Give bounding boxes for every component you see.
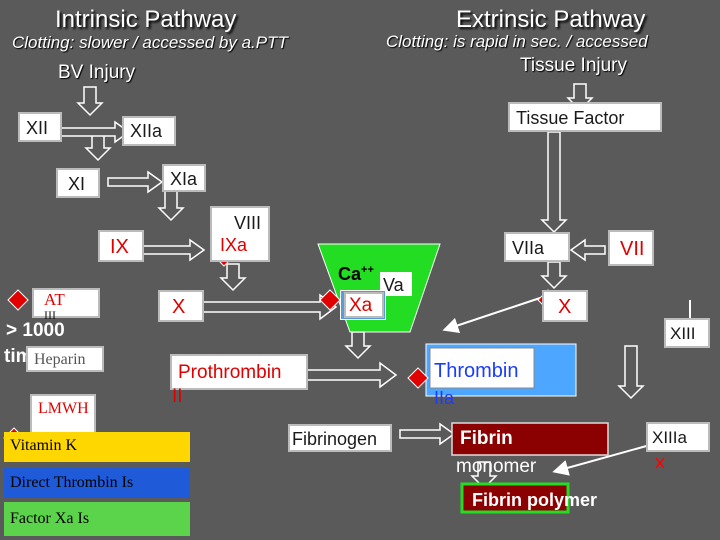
diamond-xa	[319, 289, 341, 311]
arrow-tissue-factor-down	[540, 131, 568, 234]
factor-x-intrinsic-label: X	[172, 296, 186, 318]
direct-thrombin-inhibitors-box: Direct Thrombin Is	[4, 468, 190, 498]
arrow-ix-to-ixa	[139, 238, 206, 262]
factor-xii-box: XII	[18, 112, 62, 142]
factor-ix-label: IX	[110, 236, 129, 258]
calcium-charge: ++	[361, 264, 374, 276]
intrinsic-pathway-title: Intrinsic Pathway	[55, 6, 237, 33]
factor-xi-box: XI	[56, 168, 100, 198]
heparin-box: Heparin	[26, 346, 104, 372]
fibrinogen-box: Fibrinogen	[288, 424, 392, 452]
factor-x-intrinsic-box: X	[158, 290, 204, 322]
antithrombin-label: AT	[44, 290, 65, 309]
arrow-prothrombin-to-thrombin	[299, 361, 398, 389]
diamond-thrombin	[407, 367, 429, 389]
arrow-ixa-down	[219, 263, 247, 292]
factor-viii-label: VIII	[234, 213, 262, 233]
calcium-label: Ca++	[338, 264, 374, 285]
factor-xia-box: XIa	[162, 164, 206, 192]
factor-viia-box: VIIa	[504, 232, 570, 262]
factor-x-extrinsic-box: X	[542, 290, 588, 322]
factor-xiia-box: XIIa	[122, 116, 176, 146]
factor-xa-box: Xa	[344, 292, 384, 318]
arrow-vii-to-viia	[569, 238, 606, 262]
prothrombin-numeral: II	[172, 386, 183, 407]
xiiia-crossmarks	[655, 457, 665, 469]
arrow-bv-injury-down	[76, 86, 104, 117]
prothrombin-label: Prothrombin	[178, 362, 282, 383]
fibrin-polymer-label: Fibrin polymer	[472, 490, 598, 510]
arrow-fibrinogen-to-fibrin	[399, 422, 456, 446]
intrinsic-pathway-subtitle: Clotting: slower / accessed by a.PTT	[12, 33, 288, 52]
fibrin-label: Fibrin	[460, 428, 513, 449]
factor-vii-label: VII	[620, 238, 645, 260]
fold-label: > 1000	[6, 320, 65, 341]
thrombin-numeral: IIa	[434, 388, 455, 408]
thrombin-label: Thrombin	[434, 360, 519, 382]
factor-xiiia-box: XIIIa	[646, 422, 710, 452]
tissue-injury-label: Tissue Injury	[520, 55, 627, 76]
arrow-xi-to-xia	[107, 170, 164, 194]
factor-vii-box: VII	[608, 230, 654, 266]
factor-xa-label: Xa	[349, 295, 373, 316]
extrinsic-pathway-title: Extrinsic Pathway	[456, 6, 646, 33]
arrow-fibrin-down	[470, 461, 498, 490]
factor-ixa-label: IXa	[220, 235, 248, 255]
factor-viii-ixa-box: VIII IXa	[210, 206, 270, 262]
factor-va-box: Va	[378, 270, 414, 298]
arrow-xiii-down	[617, 345, 645, 400]
factor-x-extrinsic-label: X	[558, 296, 572, 318]
arrow-x-to-xa	[199, 293, 338, 321]
arrow-xa-down	[344, 331, 372, 360]
factor-xiii-box: XIII	[664, 318, 710, 348]
antithrombin-numeral: III	[44, 308, 56, 322]
arrow-xia-down	[157, 189, 185, 222]
prothrombin-box: Prothrombin	[170, 354, 308, 390]
extrinsic-pathway-subtitle: Clotting: is rapid in sec. / accessed	[386, 32, 648, 51]
factor-xa-inhibitors-box: Factor Xa Is	[4, 502, 190, 536]
bv-injury-label: BV Injury	[58, 62, 136, 83]
factor-ix-box: IX	[98, 230, 144, 262]
lmwh-box: LMWH	[30, 394, 96, 434]
fibrin-monomer-label: monomer	[456, 456, 537, 477]
arrow-viia-down	[540, 261, 568, 290]
diamond-at	[7, 289, 29, 311]
vitamin-k-box: Vitamin K	[4, 432, 190, 462]
tissue-factor-box: Tissue Factor	[508, 102, 662, 132]
calcium-text: Ca	[338, 264, 362, 284]
